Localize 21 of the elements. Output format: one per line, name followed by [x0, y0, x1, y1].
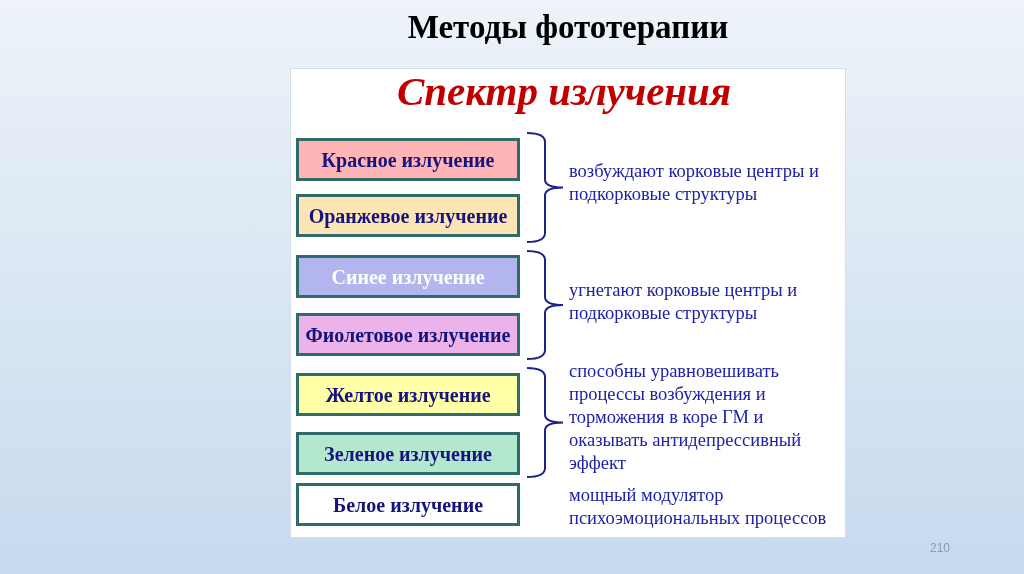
description-text: возбуждают корковые центры и подкорковые структуры — [569, 160, 820, 206]
color-box — [296, 138, 520, 181]
description-text: мощный модулятор психоэмоциональных процессов — [569, 484, 828, 530]
box-label: Красное излучение — [321, 147, 495, 172]
color-box — [296, 194, 520, 237]
box-label: Фиолетовое излучение — [305, 322, 511, 347]
color-box — [296, 313, 520, 356]
slide-title: Методы фототерапии — [406, 8, 730, 46]
box-label: Синее излучение — [331, 264, 485, 289]
color-box — [296, 483, 520, 526]
box-label: Оранжевое излучение — [308, 203, 508, 228]
description-text: угнетают корковые центры и подкорковые структуры — [569, 279, 799, 325]
color-box — [296, 255, 520, 298]
picture-heading: Спектр излучения — [395, 67, 733, 116]
description-text: способны уравновешивать процессы возбуждения и торможения в коре ГМ и оказывать антидепрессивный эффект — [569, 360, 803, 475]
box-label: Белое излучение — [332, 492, 484, 517]
color-box — [296, 432, 520, 475]
box-label: Желтое излучение — [325, 382, 491, 407]
page-number: 210 — [929, 540, 951, 556]
color-box — [296, 373, 520, 416]
box-label: Зеленое излучение — [324, 441, 492, 466]
